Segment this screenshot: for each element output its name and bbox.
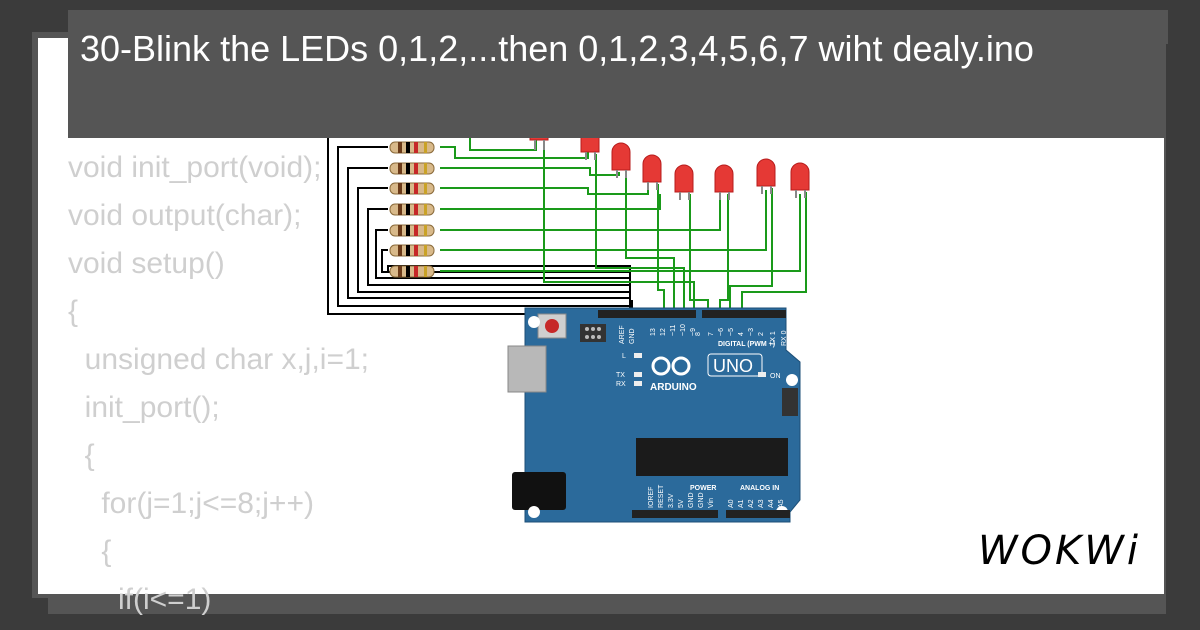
code-line: for(j=1;j<=8;j++) <box>68 487 314 520</box>
digital-header-right <box>702 310 786 318</box>
title-bar: 30-Blink the LEDs 0,1,2,...then 0,1,2,3,… <box>68 14 1164 138</box>
pin-label: A1 <box>738 499 745 508</box>
power-jack <box>512 472 566 510</box>
code-line: void init_port(void); <box>68 151 322 184</box>
led <box>714 164 734 200</box>
signal-wires <box>440 125 807 318</box>
digital-pin-labels: AREF GND 13 12 ~11 ~10 ~9 8 7 ~6 ~5 4 ~3… <box>619 324 788 346</box>
pin-label: A3 <box>758 499 765 508</box>
code-line: init_port(); <box>68 391 220 424</box>
pin-label: 3.3V <box>668 493 675 508</box>
pin-label: TX 1 <box>770 331 777 346</box>
resistor <box>389 182 435 195</box>
arduino-infinity-logo <box>651 356 691 376</box>
digital-header-left <box>598 310 696 318</box>
pin-label: ~5 <box>728 328 735 336</box>
uno-badge <box>707 353 763 377</box>
resistor <box>389 265 435 278</box>
pin-label: 5V <box>678 499 685 508</box>
reset-button-cap <box>545 319 559 333</box>
resistors <box>389 120 443 278</box>
pin-label: A4 <box>768 499 775 508</box>
analog-label: ANALOG IN <box>740 485 779 492</box>
led <box>790 162 810 198</box>
pin-label: IOREF <box>648 487 655 508</box>
code-line: { <box>68 535 112 568</box>
pin-label: ~9 <box>690 328 697 336</box>
microcontroller-chip <box>636 438 788 476</box>
pin-label: GND <box>698 492 705 508</box>
pin-label: GND <box>629 328 636 344</box>
pin-label: 12 <box>660 328 667 336</box>
power-pin-labels: IOREF RESET 3.3V 5V GND GND Vin A0 A1 A2… <box>648 484 785 508</box>
pin-label: RX 0 <box>781 330 788 346</box>
pin-label: Vin <box>708 498 715 508</box>
arduino-brand: ARDUINO <box>650 382 697 393</box>
led <box>674 164 694 200</box>
pin-label: AREF <box>619 325 626 344</box>
resistor <box>389 203 435 216</box>
power-label: POWER <box>690 485 716 492</box>
pin-label: 8 <box>695 332 702 336</box>
code-line: if(i<=1) <box>68 583 212 616</box>
pin-label: 2 <box>758 332 765 336</box>
led <box>756 158 776 194</box>
code-line: { <box>68 439 95 472</box>
resistor <box>389 244 435 257</box>
code-line: void setup() <box>68 247 225 280</box>
usb-port <box>507 345 547 393</box>
pin-label: RESET <box>658 484 665 508</box>
uno-label: UNO <box>713 356 753 376</box>
pin-label: A0 <box>728 499 735 508</box>
code-line: { <box>68 295 79 328</box>
pin-label: 13 <box>650 328 657 336</box>
pin-label: GND <box>688 492 695 508</box>
pin-label: A2 <box>748 499 755 508</box>
led <box>611 142 631 178</box>
power-header <box>632 510 718 518</box>
pin-label: ~3 <box>748 328 755 336</box>
code-line: void output(char); <box>68 199 302 232</box>
pin-label: ~11 <box>670 325 677 336</box>
resistor <box>389 224 435 237</box>
pin-label: ~6 <box>718 328 725 336</box>
resistor <box>389 162 435 175</box>
wokwi-logo: WOKWi <box>978 528 1141 574</box>
project-title: 30-Blink the LEDs 0,1,2,...then 0,1,2,3,… <box>80 28 1034 69</box>
digital-label: DIGITAL (PWM ~) <box>718 341 775 348</box>
code-preview: void init_port(void); void output(char);… <box>68 144 369 624</box>
arduino-uno-board: AREF GND 13 12 ~11 ~10 ~9 8 7 ~6 ~5 4 ~3… <box>507 307 801 523</box>
tx-label: TX <box>616 372 625 379</box>
l-label: L <box>622 353 626 360</box>
pin-label: A5 <box>778 499 785 508</box>
rx-label: RX <box>616 381 626 388</box>
resistor <box>389 141 435 154</box>
pin-label: 7 <box>708 332 715 336</box>
on-label: ON <box>770 373 781 380</box>
led <box>642 154 662 190</box>
leds <box>529 112 810 200</box>
analog-header <box>726 510 790 518</box>
pin-label: 4 <box>738 332 745 336</box>
code-line: unsigned char x,j,i=1; <box>68 343 370 376</box>
pin-label: ~10 <box>680 324 687 336</box>
